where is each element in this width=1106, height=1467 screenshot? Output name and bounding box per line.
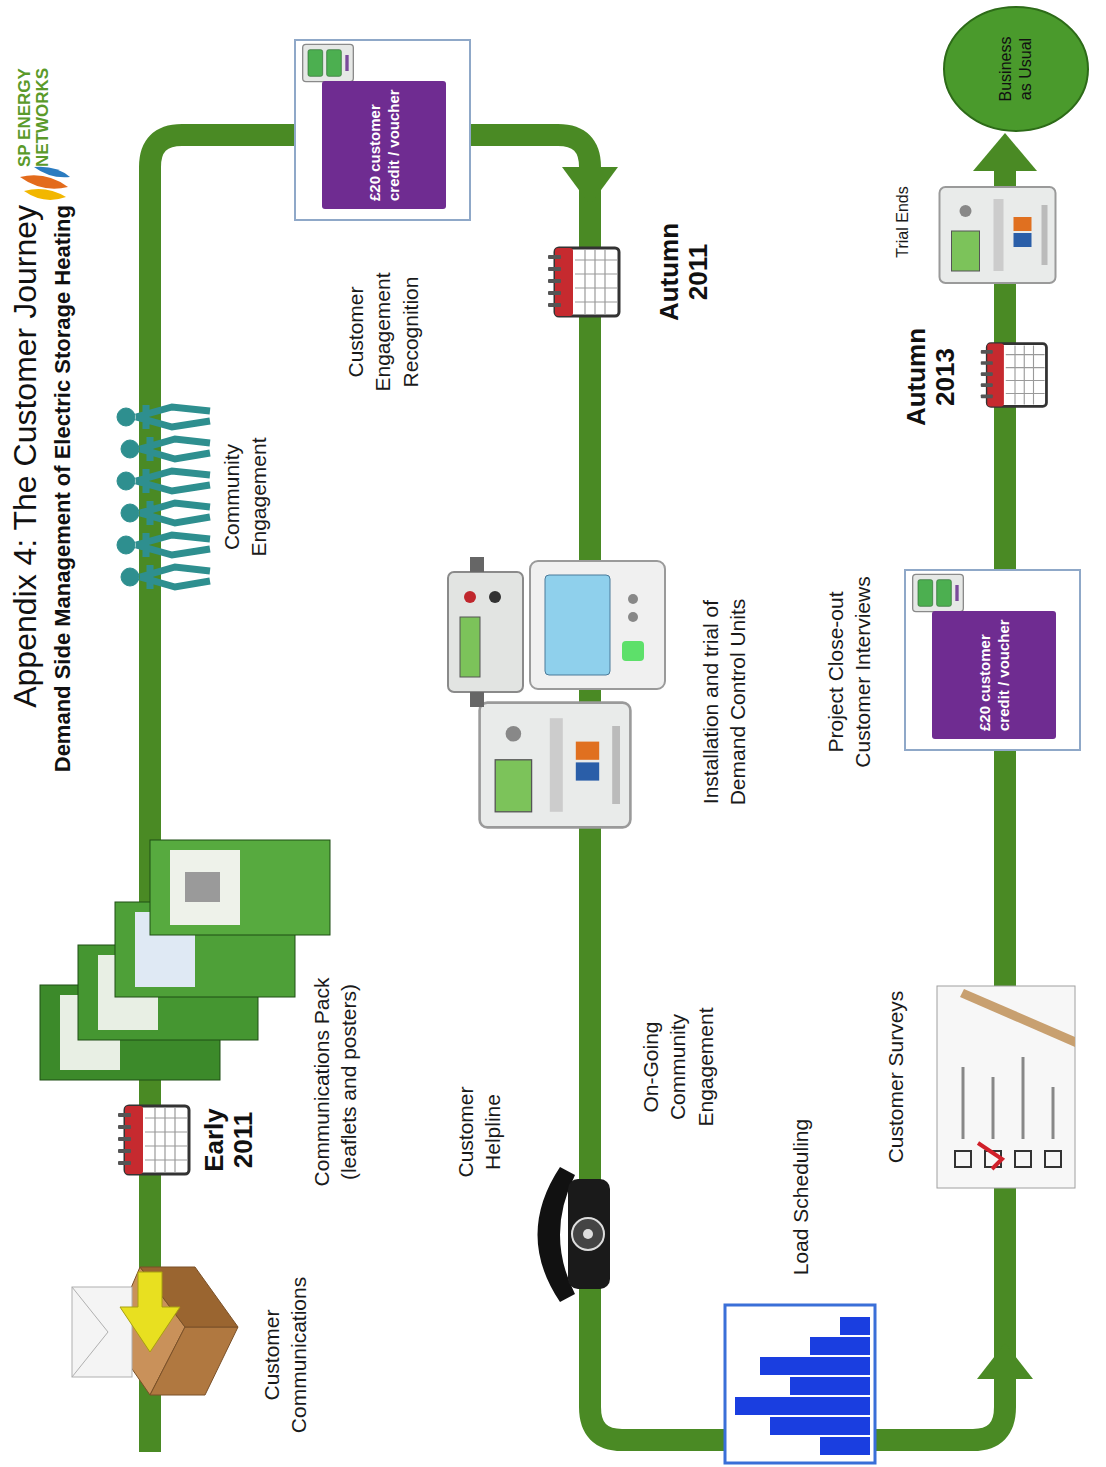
step-label: Customer Communications: [258, 1255, 313, 1455]
step-label: Community Engagement: [218, 407, 273, 587]
leaflet-stack: [40, 840, 330, 1080]
step-label: Customer Engagement Recognition: [342, 257, 424, 407]
logo-icon: [20, 167, 70, 200]
circle-outline: [942, 5, 1090, 133]
step-label: Communications Pack (leaflets and poster…: [308, 947, 363, 1217]
survey-icon: [937, 986, 1075, 1188]
voucher-frame: [905, 570, 1080, 750]
meter-icon: [913, 574, 964, 611]
end-circle: Business as Usual: [942, 5, 1090, 133]
control-unit-icon: [448, 557, 665, 707]
circle-text: Business as Usual: [996, 27, 1036, 111]
step-label: Installation and trial of Demand Control…: [697, 562, 752, 842]
date-label: Early 2011: [200, 1095, 257, 1185]
step-label: Trial Ends: [893, 172, 912, 272]
date-label: Autumn 2011: [655, 207, 712, 337]
date-label: Autumn 2013: [902, 312, 959, 442]
journey-path: [150, 133, 1037, 1452]
meter-icon: [480, 703, 631, 828]
step-label: Customer Surveys: [882, 967, 909, 1187]
parcel-icon: [72, 1267, 238, 1395]
voucher-frame: [295, 40, 470, 220]
telephone-icon: [538, 1167, 611, 1302]
subtitle: Demand Side Management of Electric Stora…: [50, 205, 76, 967]
circle-shape: [944, 7, 1088, 131]
voucher-box: £20 customer credit / voucher: [932, 611, 1056, 739]
step-label: On-Going Community Engagement: [637, 997, 719, 1137]
calendar-icon: [548, 248, 619, 316]
bar-chart-icon: [725, 1305, 875, 1463]
voucher-box: £20 customer credit / voucher: [322, 81, 446, 209]
step-label: Customer Helpline: [452, 1067, 507, 1197]
logo-text: SP ENERGY NETWORKS: [16, 52, 52, 167]
calendar-icon: [118, 1106, 189, 1174]
diagram-title: Appendix 4: The Customer Journey: [6, 205, 44, 967]
voucher-text: £20 customer credit / voucher: [975, 619, 1014, 731]
voucher-text: £20 customer credit / voucher: [365, 89, 404, 201]
people-icon: [117, 405, 210, 589]
meter-icon: [303, 44, 354, 81]
calendar-icon: [981, 344, 1047, 407]
step-label: Project Close-out Customer Interviews: [822, 547, 877, 797]
meter-icon: [940, 187, 1056, 283]
step-label: Load Scheduling: [787, 1087, 814, 1307]
